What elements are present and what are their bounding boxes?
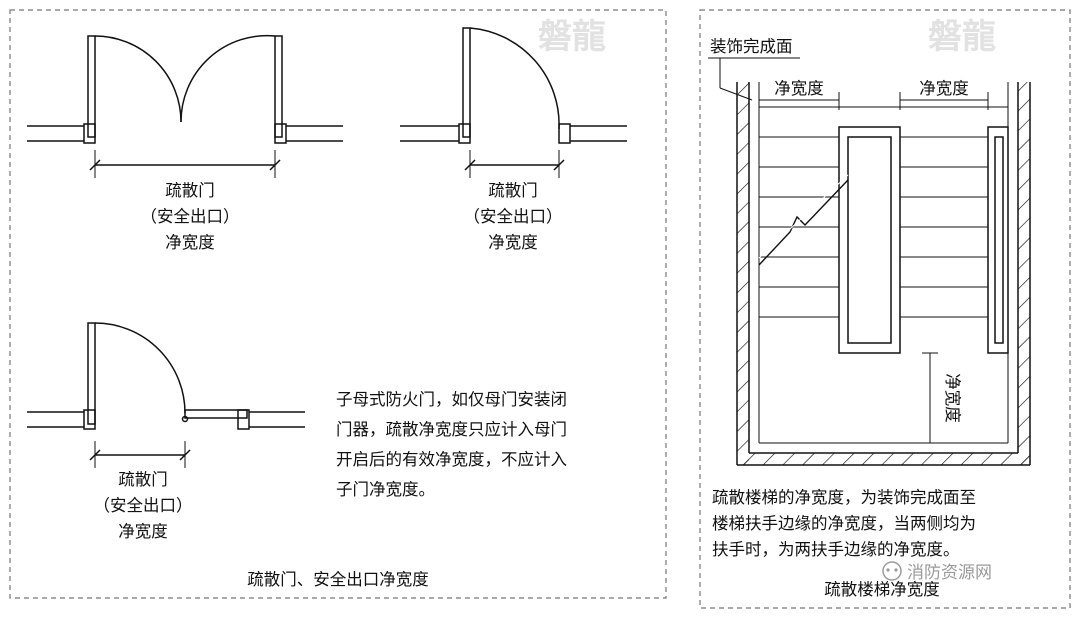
note-line: 扶手时，为两扶手边缘的净宽度。 <box>712 540 960 559</box>
door-label-line: 疏散门 <box>118 470 168 489</box>
note-line: 子母式防火门，如仅母门安装闭 <box>336 390 567 409</box>
mother-son-door-label: 疏散门 （安全出口） 净宽度 <box>94 470 193 541</box>
single-door-label: 疏散门 （安全出口） 净宽度 <box>464 181 563 252</box>
source-badge: 消防资源网 <box>882 561 992 583</box>
source-badge-text: 消防资源网 <box>907 563 992 583</box>
note-line: 门器，疏散净宽度只应计入母门 <box>336 420 567 439</box>
door-label-line: （安全出口） <box>464 207 563 226</box>
left-panel-frame <box>9 9 667 599</box>
mother-son-door-drawing <box>27 322 305 468</box>
door-label-line: （安全出口） <box>141 207 240 226</box>
stair-width-label-right: 净宽度 <box>919 79 969 98</box>
stair-width-label-vertical: 净宽度 <box>943 373 962 423</box>
double-door-label: 疏散门 （安全出口） 净宽度 <box>141 181 240 252</box>
door-label-line: 疏散门 <box>488 181 538 200</box>
note-line: 子门净宽度。 <box>336 480 435 499</box>
note-line: 开启后的有效净宽度，不应计入 <box>336 450 567 469</box>
stair-note: 疏散楼梯的净宽度，为装饰完成面至 楼梯扶手边缘的净宽度，当两侧均为 扶手时，为两… <box>712 488 976 559</box>
stair-plan-drawing <box>708 57 1031 466</box>
mother-son-door-note: 子母式防火门，如仅母门安装闭 门器，疏散净宽度只应计入母门 开启后的有效净宽度，… <box>336 390 567 499</box>
finish-surface-label: 装饰完成面 <box>710 37 793 56</box>
door-label-line: 净宽度 <box>165 233 215 252</box>
right-panel-caption: 疏散楼梯净宽度 <box>824 580 940 599</box>
door-label-line: 净宽度 <box>488 233 538 252</box>
right-panel-frame <box>699 9 1071 609</box>
door-label-line: 疏散门 <box>165 181 215 200</box>
watermark-right: 磐龍 <box>928 17 996 57</box>
door-label-line: （安全出口） <box>94 496 193 515</box>
left-panel-caption: 疏散门、安全出口净宽度 <box>247 570 429 589</box>
note-line: 疏散楼梯的净宽度，为装饰完成面至 <box>712 488 976 507</box>
note-line: 楼梯扶手边缘的净宽度，当两侧均为 <box>712 514 976 533</box>
watermark-left: 磐龍 <box>538 17 606 57</box>
single-door-drawing <box>400 27 627 178</box>
door-label-line: 净宽度 <box>118 522 168 541</box>
chat-bubble-icon <box>882 561 902 581</box>
stair-width-label-left: 净宽度 <box>774 79 824 98</box>
double-door-drawing <box>27 34 343 178</box>
